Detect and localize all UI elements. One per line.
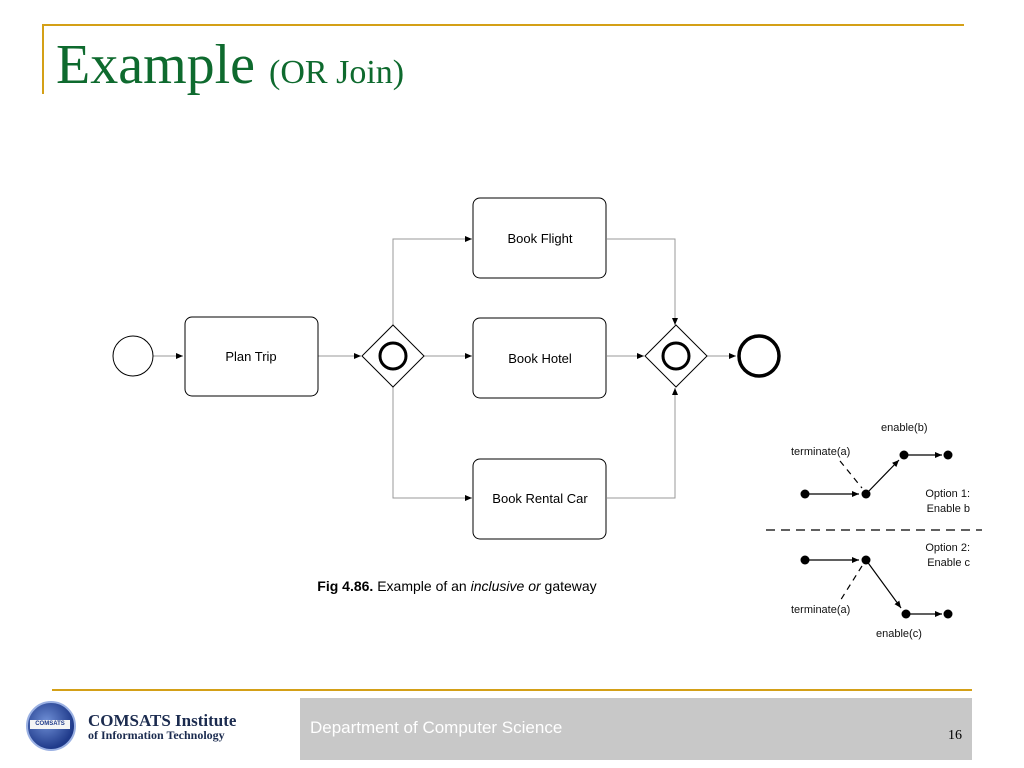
token-options-inset: enable(b) terminate(a) Option 1: Enable … xyxy=(766,422,982,640)
slide-title-main: Example xyxy=(56,34,256,96)
title-rule xyxy=(42,24,964,26)
sequence-flows xyxy=(153,236,736,501)
slide-title-sub: (OR Join) xyxy=(269,54,405,91)
figure-number: Fig 4.86. xyxy=(317,578,374,594)
task-book-hotel-label: Book Hotel xyxy=(508,351,572,366)
logo-band: COMSATS xyxy=(30,720,70,729)
title-rule-vertical xyxy=(42,24,44,94)
option1-line1: Option 1: xyxy=(925,488,970,500)
option2-line1: Option 2: xyxy=(925,542,970,554)
caption-italic: inclusive or xyxy=(470,578,541,594)
option2-line2: Enable c xyxy=(927,557,970,569)
enable-b-label: enable(b) xyxy=(881,422,927,434)
footer-bar: Department of Computer Science 16 xyxy=(300,698,972,760)
bpmn-diagram: Plan Trip Book Flight Book Hotel Book Re… xyxy=(112,197,982,640)
or-split-gateway xyxy=(361,324,425,388)
caption-text-after: gateway xyxy=(544,578,597,594)
flow-flight-to-join xyxy=(607,238,678,325)
terminate-a-label-2: terminate(a) xyxy=(791,604,850,616)
task-plan-trip-label: Plan Trip xyxy=(225,349,276,364)
slide-title: Example (OR Join) xyxy=(56,30,404,108)
caption-text-before: Example of an xyxy=(377,578,467,594)
institute-name: COMSATS Institute xyxy=(88,711,237,730)
department-name: Department of Computer Science xyxy=(310,718,563,737)
task-book-flight xyxy=(472,197,607,279)
task-book-hotel xyxy=(472,317,607,399)
task-book-flight-label: Book Flight xyxy=(507,231,572,246)
page-number: 16 xyxy=(948,728,962,743)
terminate-a-label-1: terminate(a) xyxy=(791,446,850,458)
or-join-gateway xyxy=(644,324,708,388)
start-event xyxy=(112,335,154,377)
task-book-rental-car xyxy=(472,458,607,540)
footer-rule xyxy=(52,689,972,691)
flow-split-to-car xyxy=(392,387,472,501)
end-event xyxy=(737,334,781,378)
flow-car-to-join xyxy=(607,388,678,499)
flow-split-to-flight xyxy=(392,236,472,326)
institute-subtitle: of Information Technology xyxy=(88,728,225,742)
option1-line2: Enable b xyxy=(927,503,970,515)
enable-c-label: enable(c) xyxy=(876,628,922,640)
task-plan-trip xyxy=(184,316,319,397)
figure-caption: Fig 4.86. Example of an inclusive or gat… xyxy=(0,578,914,594)
task-book-rental-car-label: Book Rental Car xyxy=(492,491,588,506)
